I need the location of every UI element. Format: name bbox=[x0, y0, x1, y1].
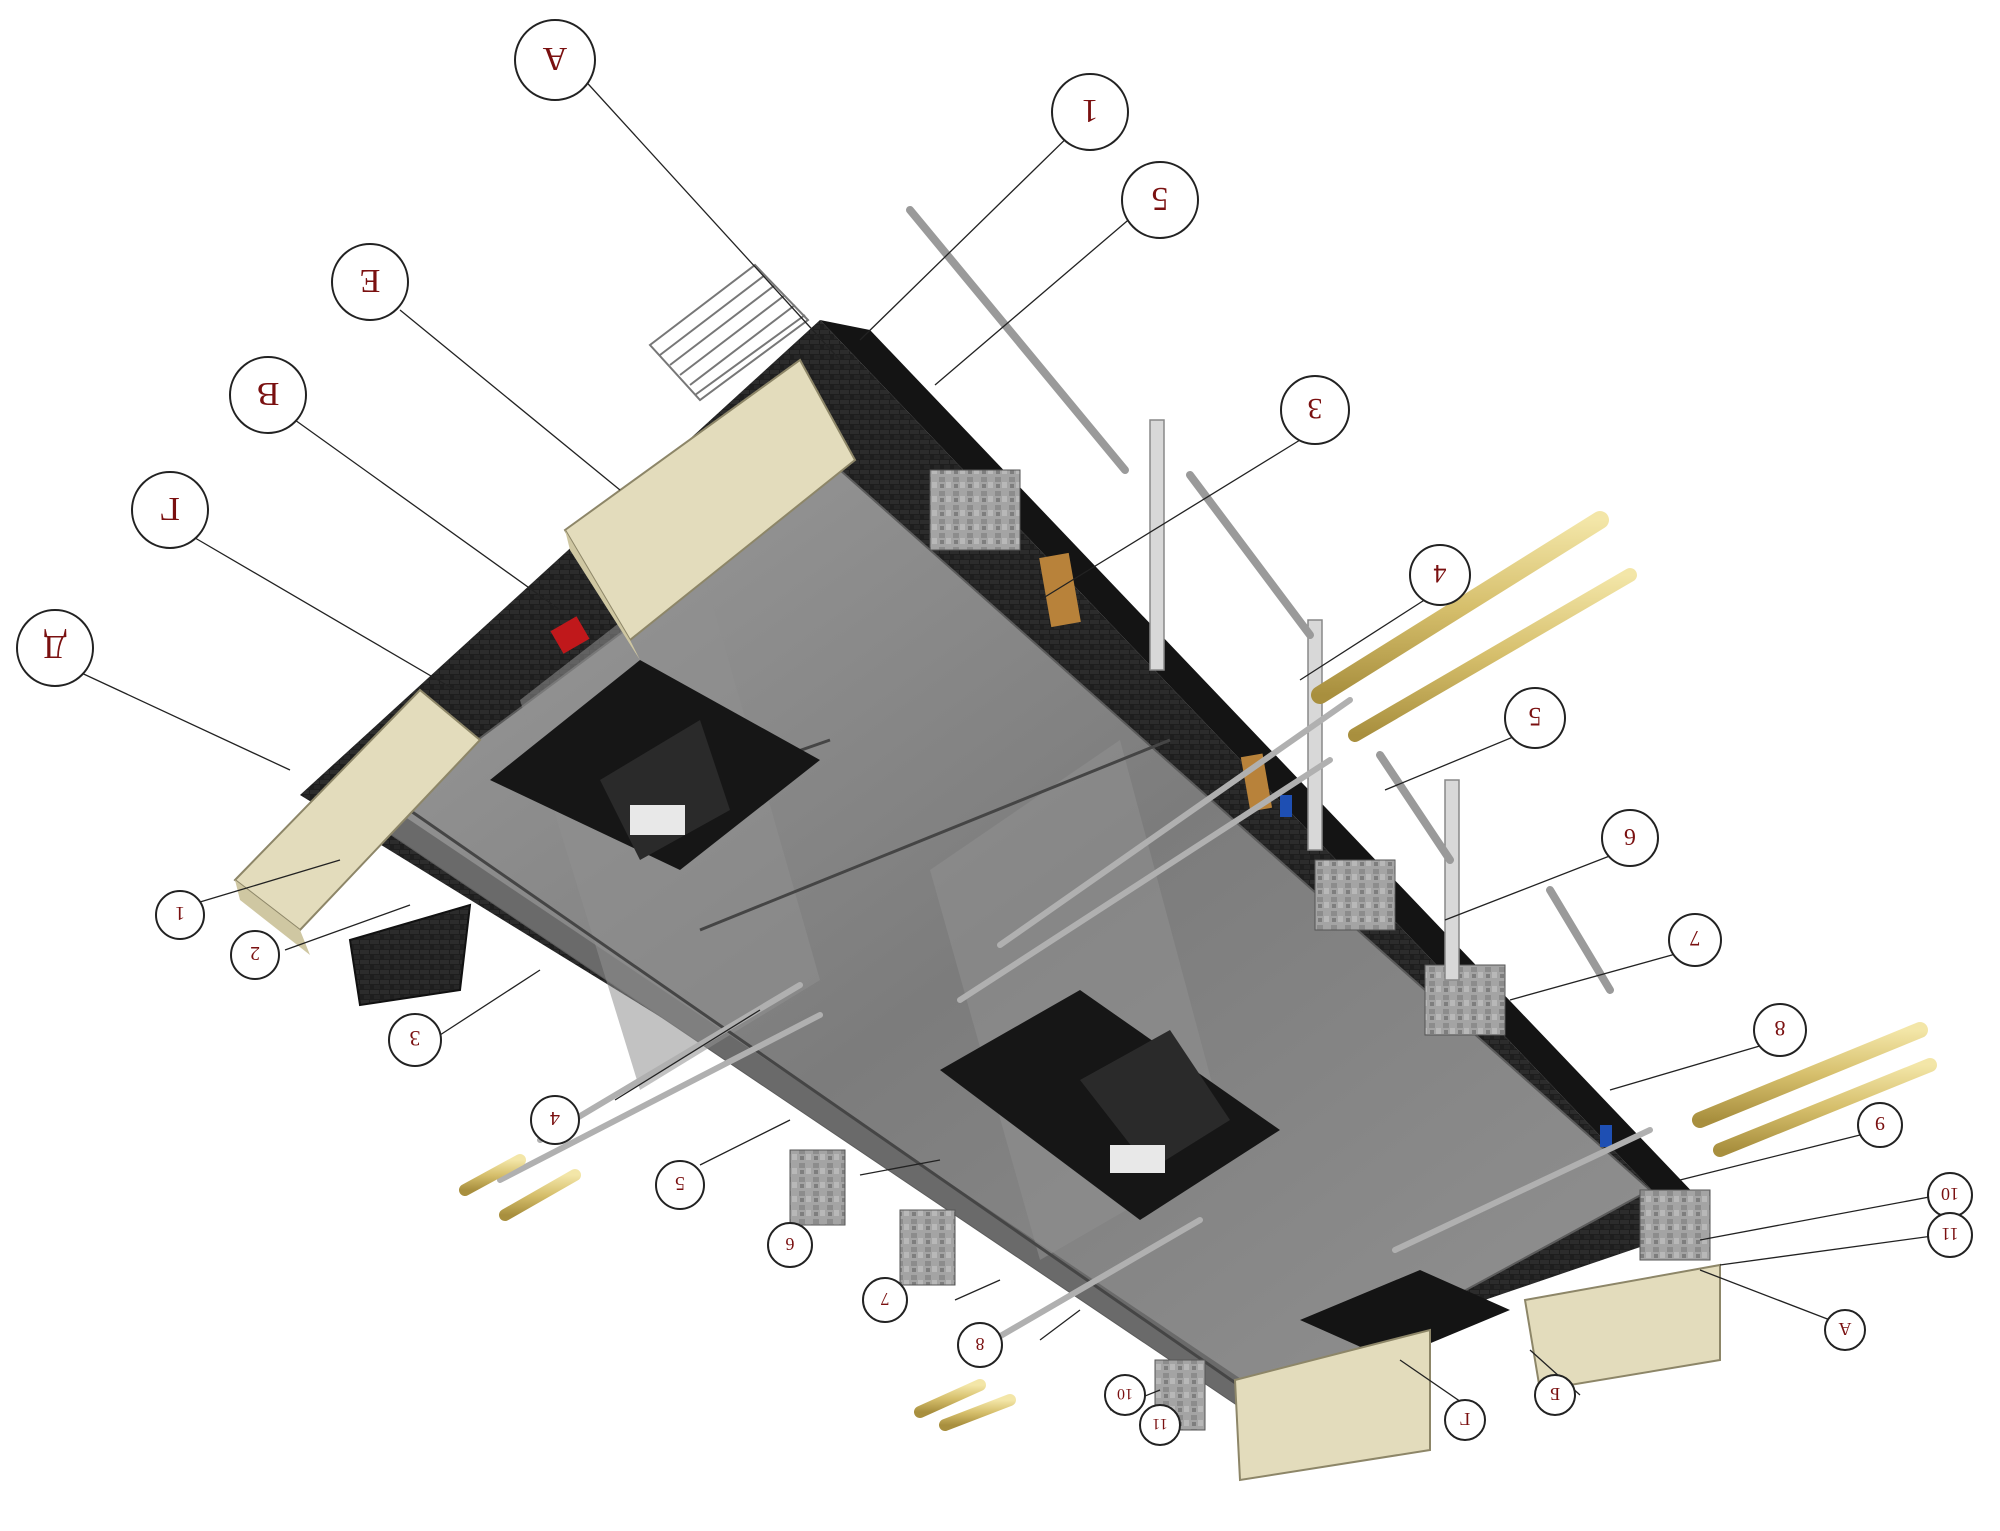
stone-pier-4 bbox=[1639, 1189, 1711, 1261]
door-1 bbox=[1039, 552, 1081, 628]
number-tag-3-top: 3 bbox=[1280, 375, 1350, 445]
number-tag-6-left: 6 bbox=[767, 1222, 813, 1268]
svg-text:Е: Е bbox=[360, 262, 381, 299]
number-tag-11-right: 11 bbox=[1927, 1212, 1973, 1258]
grid-tag-e: Е bbox=[331, 243, 409, 321]
number-tag-g-bottom: Г bbox=[1444, 1399, 1486, 1441]
svg-text:3: 3 bbox=[410, 1026, 421, 1051]
svg-text:1: 1 bbox=[175, 902, 185, 924]
svg-text:А: А bbox=[1839, 1319, 1852, 1339]
window-blue bbox=[1280, 795, 1292, 817]
svg-text:4: 4 bbox=[1434, 559, 1447, 588]
stone-pier-5 bbox=[789, 1149, 846, 1226]
rods bbox=[459, 511, 1937, 1431]
grid-tag-a: А bbox=[514, 19, 596, 101]
roof-ladder bbox=[648, 263, 810, 402]
svg-text:11: 11 bbox=[1152, 1415, 1167, 1432]
number-tag-8-right: 8 bbox=[1753, 1003, 1807, 1057]
number-tag-10-left: 10 bbox=[1104, 1374, 1146, 1416]
number-tag-5-left: 5 bbox=[655, 1160, 705, 1210]
number-tag-3-left: 3 bbox=[388, 1013, 442, 1067]
svg-text:6: 6 bbox=[786, 1234, 795, 1254]
number-tag-8-left: 8 bbox=[957, 1322, 1003, 1368]
svg-text:В: В bbox=[257, 375, 280, 412]
stair-opening-1 bbox=[490, 660, 820, 870]
svg-text:10: 10 bbox=[1117, 1385, 1133, 1402]
svg-text:8: 8 bbox=[1775, 1016, 1786, 1041]
number-tag-2-left: 2 bbox=[230, 930, 280, 980]
parapet-top bbox=[563, 358, 857, 660]
svg-text:4: 4 bbox=[550, 1107, 560, 1129]
columns bbox=[1149, 419, 1460, 981]
grid-tag-1: 1 bbox=[1051, 73, 1129, 151]
svg-text:10: 10 bbox=[1941, 1184, 1959, 1204]
number-tag-5-right: 5 bbox=[1504, 687, 1566, 749]
pipes bbox=[497, 697, 1653, 1348]
svg-text:7: 7 bbox=[881, 1289, 890, 1309]
svg-text:Г: Г bbox=[160, 490, 180, 527]
svg-text:Б: Б bbox=[1550, 1384, 1560, 1404]
dark-opening-3 bbox=[1300, 1270, 1510, 1360]
number-tag-7-right: 7 bbox=[1668, 913, 1722, 967]
svg-text:Д: Д bbox=[43, 628, 66, 665]
number-tag-a-bottom: А bbox=[1824, 1309, 1866, 1351]
window-blue-2 bbox=[1600, 1125, 1612, 1147]
svg-text:2: 2 bbox=[250, 942, 260, 964]
svg-text:11: 11 bbox=[1941, 1224, 1958, 1244]
parapet-bottom-2 bbox=[1523, 1263, 1721, 1392]
number-tag-4-right: 4 bbox=[1409, 544, 1471, 606]
number-tag-b-bottom: Б bbox=[1534, 1374, 1576, 1416]
svg-text:5: 5 bbox=[1529, 702, 1542, 731]
stair-opening-2 bbox=[940, 990, 1280, 1220]
svg-text:3: 3 bbox=[1308, 392, 1323, 425]
parapet-bottom-1 bbox=[1233, 1328, 1431, 1482]
stone-pier-1 bbox=[929, 469, 1021, 551]
svg-text:Г: Г bbox=[1460, 1409, 1470, 1429]
number-tag-9-right: 9 bbox=[1857, 1102, 1903, 1148]
svg-text:1: 1 bbox=[1082, 92, 1099, 129]
svg-text:8: 8 bbox=[976, 1334, 985, 1354]
grid-tag-v: В bbox=[229, 356, 307, 434]
red-block bbox=[550, 616, 590, 654]
stone-pier-6 bbox=[899, 1209, 956, 1286]
leader-lines bbox=[74, 74, 1941, 1416]
stone-pier-2 bbox=[1314, 859, 1396, 931]
chimney-1 bbox=[348, 903, 472, 1007]
number-tag-11-left: 11 bbox=[1139, 1404, 1181, 1446]
number-tag-4-left: 4 bbox=[530, 1095, 580, 1145]
number-tag-6-right: 6 bbox=[1601, 809, 1659, 867]
gutter-bars bbox=[906, 206, 1614, 994]
number-tag-10-right: 10 bbox=[1927, 1172, 1973, 1218]
svg-text:5: 5 bbox=[675, 1172, 685, 1194]
stone-pier-3 bbox=[1424, 964, 1506, 1036]
svg-text:7: 7 bbox=[1690, 926, 1701, 951]
parapet-left bbox=[233, 688, 482, 955]
number-tag-7-left: 7 bbox=[862, 1277, 908, 1323]
number-tag-1-left: 1 bbox=[155, 890, 205, 940]
svg-text:9: 9 bbox=[1875, 1112, 1885, 1134]
svg-text:5: 5 bbox=[1152, 180, 1169, 217]
grid-tag-5: 5 bbox=[1121, 161, 1199, 239]
svg-text:6: 6 bbox=[1624, 823, 1636, 849]
grid-tag-d: Д bbox=[16, 609, 94, 687]
svg-text:А: А bbox=[542, 40, 567, 77]
grid-tag-g: Г bbox=[131, 471, 209, 549]
